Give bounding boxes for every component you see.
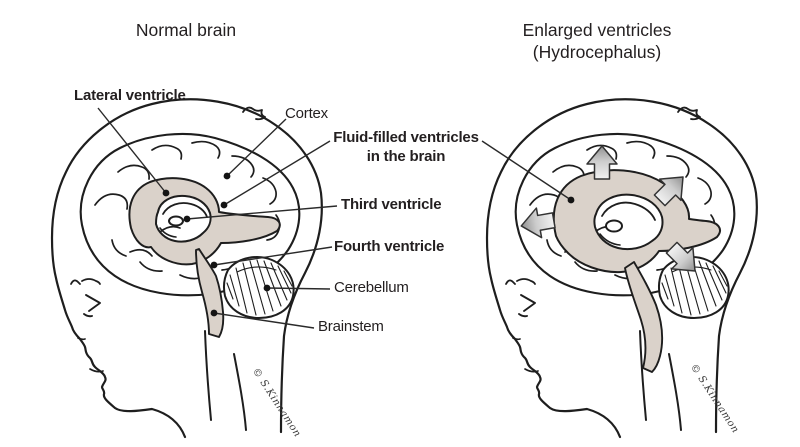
normal-brain-illustration [50, 98, 338, 439]
label-third-ventricle: Third ventricle [341, 196, 442, 213]
label-fluid-filled-ventricles: Fluid-filled ventricles in the brain [322, 128, 490, 166]
label-fourth-ventricle: Fourth ventricle [334, 238, 445, 255]
hydrocephalus-brain-illustration [481, 98, 758, 439]
label-fluid-line1: Fluid-filled ventricles [333, 129, 479, 146]
panel-title-line2: (Hydrocephalus) [532, 41, 662, 62]
label-cortex: Cortex [285, 105, 328, 122]
fourth-ventricle-shape [624, 261, 664, 373]
third-ventricle-shape [168, 215, 184, 227]
label-brainstem: Brainstem [318, 318, 384, 335]
third-ventricle-shape [605, 219, 623, 233]
leader-lines-left [97, 107, 338, 329]
child-head-profile [50, 98, 323, 439]
label-lateral-ventricle: Lateral ventricle [74, 87, 186, 104]
panel-title-normal: Normal brain [135, 20, 237, 40]
panel-title-hydrocephalus: Enlarged ventricles (Hydrocephalus) [507, 20, 687, 64]
panel-title-line1: Enlarged ventricles [522, 20, 672, 40]
label-fluid-line2: in the brain [366, 148, 446, 166]
label-cerebellum: Cerebellum [334, 279, 409, 296]
leader-lines-right [481, 140, 575, 204]
